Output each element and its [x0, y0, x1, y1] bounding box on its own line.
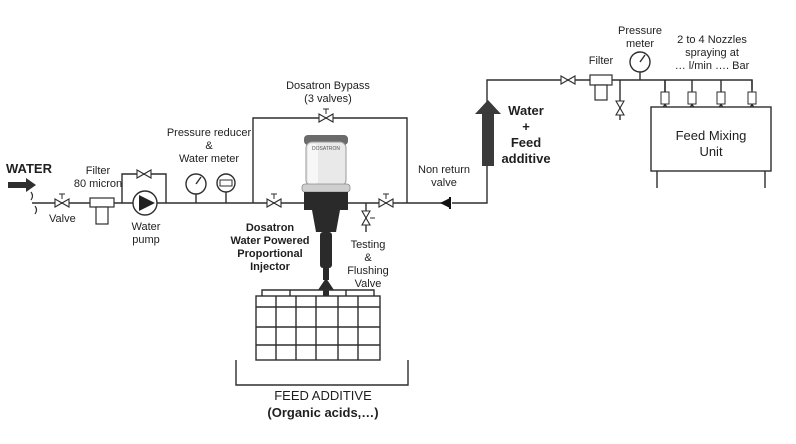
- dosatron-injector-label-line2: Water Powered: [230, 235, 310, 247]
- dosatron-injector-label-line3: Proportional: [237, 248, 303, 260]
- non-return-valve: [440, 197, 451, 209]
- water-pump-label: Water pump: [126, 221, 166, 247]
- pressure-reducer-label-line3: Water meter: [178, 153, 240, 165]
- feed-additive-subtitle: (Organic acids,…): [267, 405, 379, 420]
- non-return-label-line1: Non return: [418, 164, 470, 176]
- water-pump: [132, 190, 158, 216]
- water-pump-label-line1: Water: [131, 221, 161, 233]
- pressure-meter-label: Pressure meter: [612, 25, 668, 51]
- micron-filter-label-line1: Filter: [85, 165, 111, 177]
- water-feed-label: Water + Feed additive: [497, 103, 555, 167]
- feed-mixing-label-line1: Feed Mixing: [675, 128, 747, 143]
- pressure-meter-label-line1: Pressure: [617, 25, 663, 37]
- dosatron-injector-label: Dosatron Water Powered Proportional Inje…: [226, 222, 314, 274]
- dosatron-outlet-valve: [378, 193, 394, 208]
- testing-flushing-valve: [361, 210, 375, 226]
- non-return-label-line2: valve: [431, 177, 457, 189]
- feed-mixing-unit: [650, 106, 772, 188]
- testing-valve-label-line3: Flushing: [347, 265, 389, 277]
- water-meter: [216, 173, 236, 193]
- nozzles-label-line2: spraying at: [685, 47, 739, 59]
- pressure-reducer-gauge: [185, 173, 207, 195]
- micron-filter: [89, 197, 115, 225]
- testing-valve-label-line2: &: [364, 252, 372, 264]
- feed-mixing-label: Feed Mixing Unit: [660, 128, 762, 160]
- inlet-valve: [54, 193, 70, 208]
- micron-filter-label: Filter 80 micron: [70, 165, 126, 191]
- testing-valve-label: Testing & Flushing Valve: [340, 239, 396, 291]
- water-feed-label-line1: Water: [508, 103, 544, 118]
- feed-additive-label: FEED ADDITIVE: [274, 388, 372, 403]
- pressure-meter-label-line2: meter: [625, 38, 655, 50]
- pressure-reducer-label-line2: &: [205, 140, 213, 152]
- valve-label: Valve: [49, 213, 76, 225]
- water-feed-label-line3: Feed: [510, 135, 542, 150]
- dosatron-injector-label-line4: Injector: [250, 261, 290, 273]
- feed-mixing-label-line2: Unit: [699, 144, 723, 159]
- filter-label: Filter: [588, 55, 614, 67]
- dosatron-bypass-label: Dosatron Bypass (3 valves): [281, 80, 375, 106]
- filter-drain-valve: [615, 100, 625, 116]
- dosatron-bypass-label-line1: Dosatron Bypass: [286, 80, 370, 92]
- dosatron-brand-text: DOSATRON: [312, 146, 340, 152]
- water-pump-label-line2: pump: [132, 234, 160, 246]
- nozzles-label-line1: 2 to 4 Nozzles: [677, 34, 747, 46]
- top-line-valve: [560, 75, 576, 85]
- water-feed-label-line2: +: [522, 119, 530, 134]
- line-filter: [589, 74, 613, 101]
- pressure-reducer-label: Pressure reducer & Water meter: [161, 127, 257, 166]
- non-return-label: Non return valve: [414, 164, 474, 190]
- dosatron-bypass-label-line2: (3 valves): [304, 93, 352, 105]
- pressure-reducer-label-line1: Pressure reducer: [166, 127, 252, 139]
- top-pressure-meter: [629, 51, 651, 73]
- micron-filter-label-line2: 80 micron: [73, 178, 123, 190]
- feed-additive-tank: [235, 289, 409, 386]
- dosatron-bypass-valve: [318, 108, 334, 123]
- nozzles-label-line3: … l/min …. Bar: [674, 60, 750, 72]
- testing-valve-label-line4: Valve: [354, 278, 382, 290]
- dosatron-inlet-valve: [266, 193, 282, 208]
- dosatron-injector-label-line1: Dosatron: [245, 222, 295, 234]
- water-feed-arrow: [475, 100, 501, 166]
- water-inlet-label: WATER: [6, 161, 52, 176]
- dosatron-injector: DOSATRON: [301, 135, 351, 268]
- water-feed-label-line4: additive: [501, 151, 551, 166]
- nozzles-label: 2 to 4 Nozzles spraying at … l/min …. Ba…: [664, 34, 760, 73]
- pump-bypass-valve: [136, 169, 152, 179]
- testing-valve-label-line1: Testing: [350, 239, 386, 251]
- water-inlet-arrow: [8, 178, 38, 215]
